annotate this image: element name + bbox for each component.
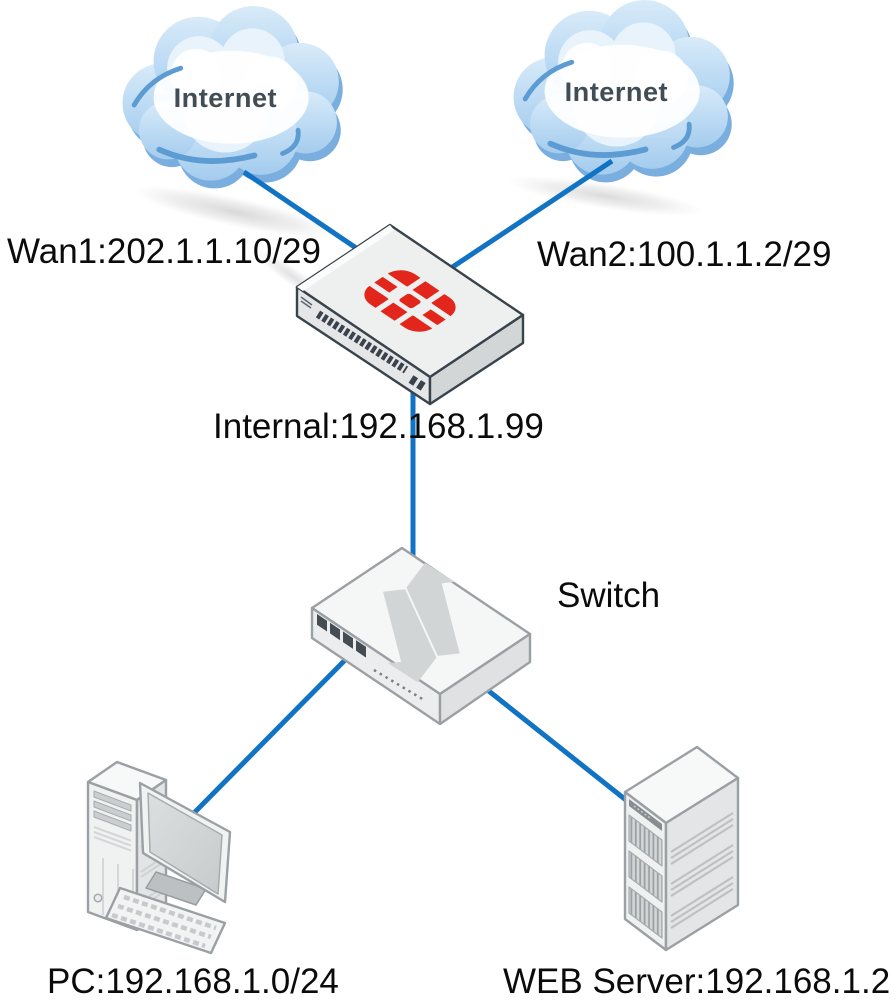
wan2-label: Wan2:100.1.1.2/29 [537,235,831,274]
pc-keyboard [104,886,227,955]
cloud-shadow-right [506,175,704,217]
switch-leds [373,668,425,702]
pc-device [86,760,232,955]
switch-label: Switch [557,576,660,615]
firewall-device [295,223,525,406]
server-side-lines [670,812,734,929]
internet-cloud-left: Internet [123,6,343,188]
pc-label: PC:192.168.1.0/24 [47,962,339,1000]
switch-arrows-icon [383,562,460,683]
server-device [623,745,740,952]
firewall-ports [315,310,409,374]
labels: Wan1:202.1.1.10/29 Wan2:100.1.1.2/29 Int… [7,232,890,1000]
switch-device [310,546,532,726]
pc-power-button-icon [93,893,103,903]
web-server-label: WEB Server:192.168.1.2 [503,962,890,1000]
pc-drive-bays [93,790,132,832]
network-links [191,158,638,816]
pc-monitor-screen [147,792,223,895]
firewall-brand-text [300,296,313,309]
internet-label-left: Internet [174,82,277,113]
pc-keyboard-keys [111,894,217,949]
internal-label: Internal:192.168.1.99 [213,407,544,446]
firewall-edge-highlight [297,225,394,291]
internet-label-right: Internet [565,76,668,107]
switch-ports [317,614,366,658]
switch-side-face [438,632,532,726]
firewall-uplink-ports [408,375,428,392]
internet-cloud-right: Internet [514,0,734,182]
firewall-side-face [428,313,525,406]
server-drive-leds [633,805,651,819]
wan1-label: Wan1:202.1.1.10/29 [7,232,321,271]
server-vents [628,814,663,939]
pc-monitor-stand [145,871,207,906]
link-wan1 [242,169,364,255]
link-switch-pc [191,653,352,816]
pc-monitor [138,781,232,904]
cloud-shadow-left [132,185,338,239]
link-switch-server [483,686,638,810]
link-wan2 [446,158,614,273]
fortinet-logo-icon [364,270,456,332]
